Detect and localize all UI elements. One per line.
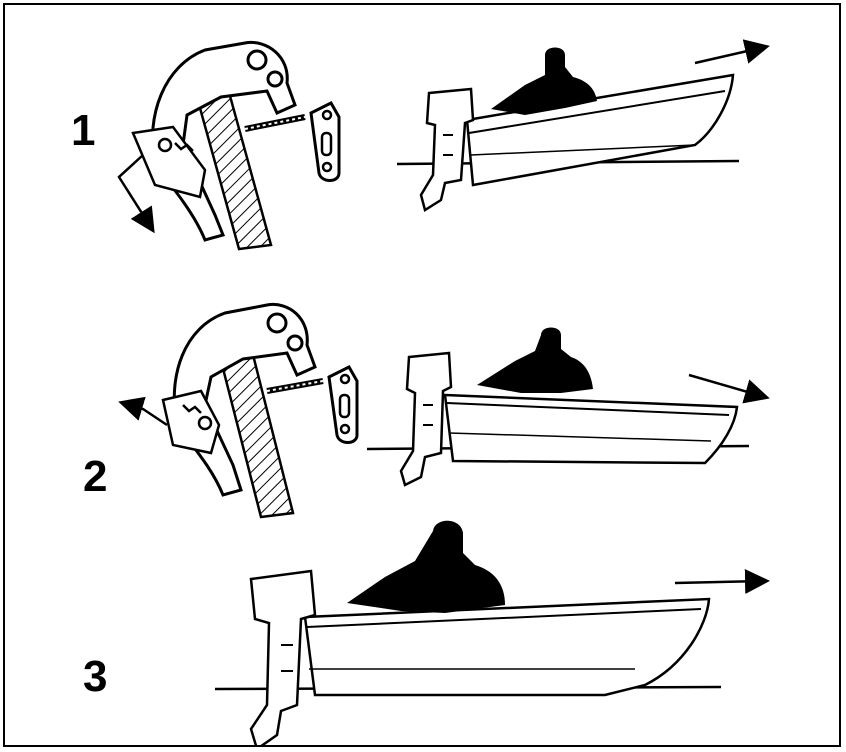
- tilt-pin-plate: [161, 389, 221, 455]
- person-silhouette: [491, 47, 597, 115]
- step-1-clamp-detail: [117, 40, 341, 251]
- step-3-boat: [214, 520, 770, 745]
- step-1-boat: [396, 39, 770, 212]
- person-silhouette: [477, 327, 593, 393]
- step-2-number: 2: [83, 452, 108, 501]
- direction-arrow: [694, 39, 770, 65]
- direction-arrow: [688, 373, 770, 404]
- pin-direction-arrow: [118, 396, 168, 427]
- outboard-motor: [249, 569, 317, 745]
- pin-direction-arrow: [117, 154, 155, 234]
- clamp-handle: [327, 365, 359, 444]
- tilt-pin-plate: [131, 125, 207, 199]
- outboard-motor: [419, 87, 475, 212]
- clamp-handle: [309, 101, 341, 182]
- person-silhouette: [347, 520, 505, 613]
- step-1-number: 1: [71, 106, 96, 155]
- illustration-frame: 1 2 3: [3, 3, 841, 747]
- step-2-clamp-detail: [118, 302, 359, 519]
- boat-hull: [303, 597, 711, 697]
- direction-arrow: [674, 568, 770, 594]
- boat-hull: [465, 73, 735, 187]
- step-3-number: 3: [83, 652, 108, 701]
- outboard-motor: [399, 351, 453, 487]
- diagram-canvas: [117, 39, 770, 745]
- step-2-boat: [366, 327, 770, 487]
